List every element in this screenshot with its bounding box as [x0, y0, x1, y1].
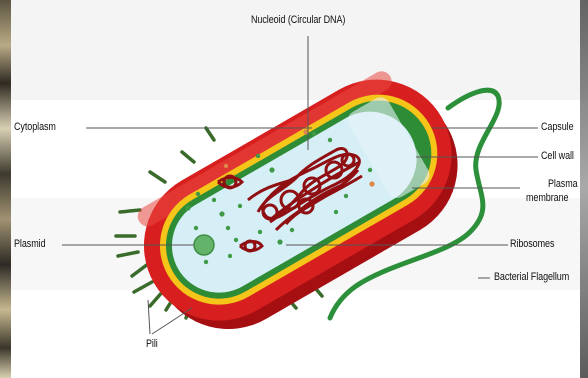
pilus — [206, 128, 214, 140]
pilus — [132, 264, 148, 276]
label-cell-wall: Cell wall — [541, 150, 574, 162]
label-nucleoid: Nucleoid (Circular DNA) — [251, 14, 345, 26]
label-plasma-membrane-line2: membrane — [526, 192, 568, 205]
pilus — [134, 282, 152, 292]
leader-pili-b — [152, 308, 192, 334]
label-plasmid: Plasmid — [14, 238, 46, 250]
pilus — [120, 210, 140, 212]
label-pili: Pili — [146, 338, 158, 350]
label-plasma-membrane-line1: Plasma — [548, 178, 578, 191]
pilus — [182, 152, 194, 162]
label-ribosomes: Ribosomes — [510, 238, 554, 250]
plasmid — [194, 235, 214, 255]
label-capsule: Capsule — [541, 121, 574, 133]
label-flagellum: Bacterial Flagellum — [494, 271, 569, 283]
pilus — [118, 252, 138, 256]
label-cytoplasm: Cytoplasm — [14, 121, 56, 133]
pilus — [150, 172, 165, 182]
